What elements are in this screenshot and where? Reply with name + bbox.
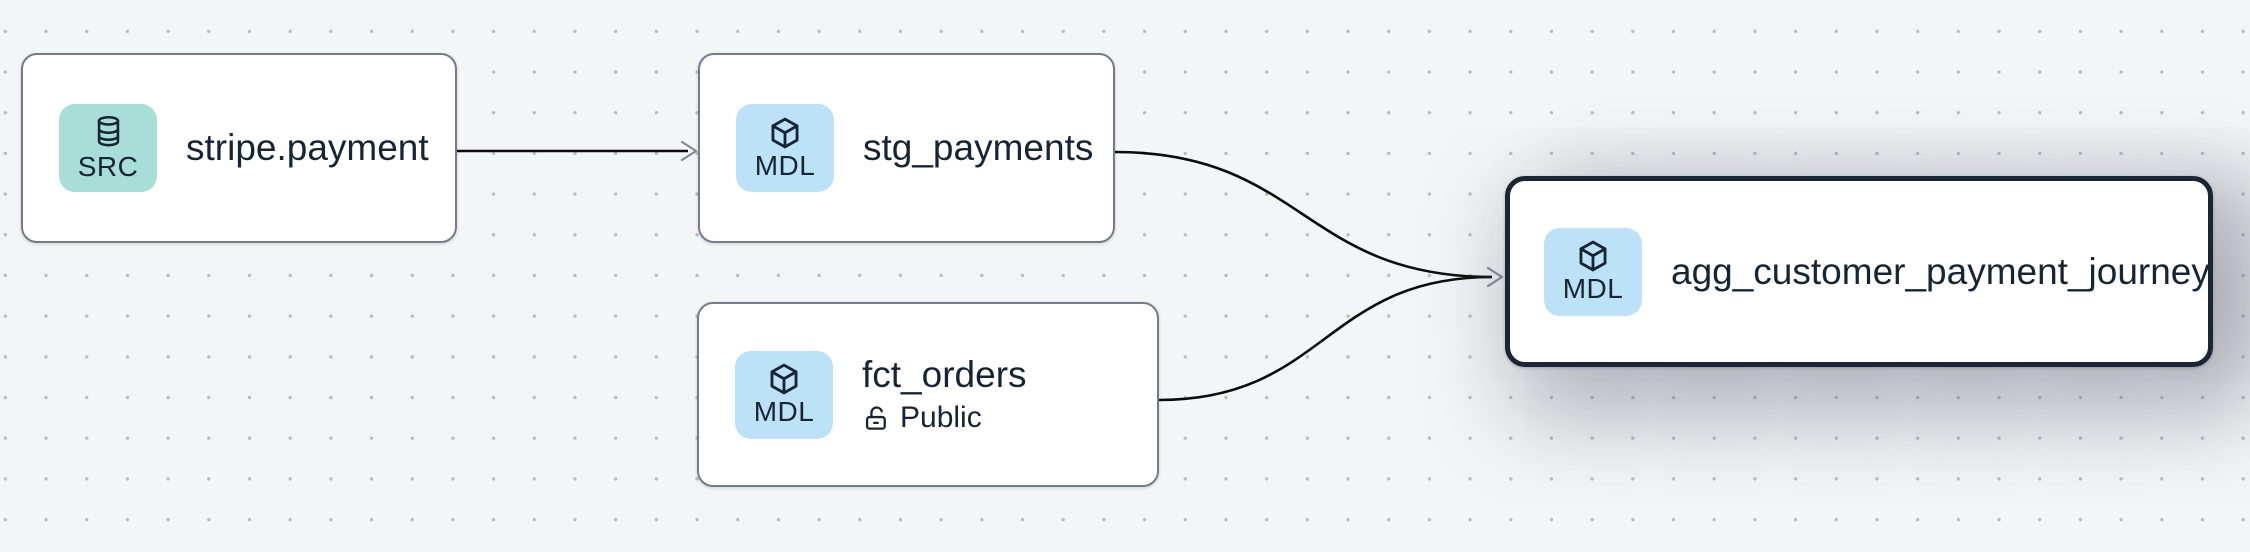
lineage-node-stg-payments[interactable]: MDL stg_payments: [698, 53, 1115, 243]
badge-label: MDL: [1562, 273, 1624, 304]
access-label: Public: [900, 401, 982, 434]
cube-icon: [771, 117, 799, 148]
source-type-badge: SRC: [59, 104, 157, 192]
badge-label: SRC: [77, 151, 139, 182]
database-icon: [97, 115, 119, 147]
arrowhead-icon: [1486, 266, 1504, 288]
node-title: stg_payments: [863, 127, 1094, 168]
cube-icon: [1579, 240, 1607, 272]
badge-label: MDL: [754, 149, 816, 181]
edge-fct-orders-to-agg-customer-payment-journey[interactable]: [1158, 275, 1493, 402]
lineage-node-agg-customer-payment-journey[interactable]: MDL agg_customer_payment_journey: [1505, 176, 2213, 367]
access-level-row: Public: [862, 401, 1027, 435]
model-type-badge: MDL: [736, 104, 834, 192]
node-title: agg_customer_payment_journey: [1671, 250, 2210, 292]
lineage-node-stripe-payment[interactable]: SRC stripe.payment: [21, 53, 457, 243]
node-title: stripe.payment: [186, 127, 429, 168]
cube-icon: [770, 363, 798, 395]
lineage-node-fct-orders[interactable]: MDL fct_orders Public: [697, 302, 1159, 487]
model-type-badge: MDL: [735, 350, 833, 439]
edge-stg-payments-to-agg-customer-payment-journey[interactable]: [1114, 150, 1493, 279]
lock-open-icon: [865, 405, 886, 430]
node-title: fct_orders: [862, 354, 1027, 395]
badge-label: MDL: [753, 396, 815, 427]
arrowhead-icon: [680, 140, 698, 162]
model-type-badge: MDL: [1544, 227, 1642, 316]
